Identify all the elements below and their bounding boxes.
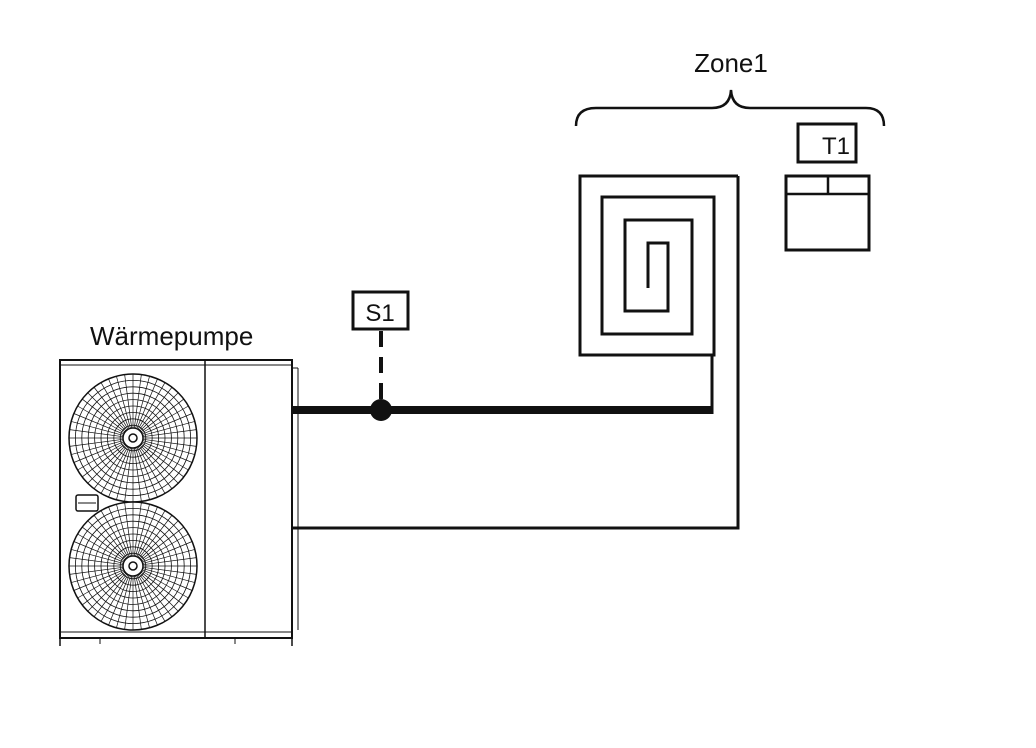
zone-bracket: [574, 89, 886, 127]
return-pipe: [292, 176, 740, 530]
fan-bottom-icon: [68, 501, 198, 631]
fan-top-icon: [68, 373, 198, 503]
sensor-s1: S1: [351, 290, 410, 421]
heat-pump-unit: [59, 359, 299, 646]
thermostat-t1: T1: [784, 122, 871, 252]
heat-pump-label: Wärmepumpe: [90, 321, 253, 351]
pipe-system: [292, 176, 740, 530]
sensor-s1-label: S1: [365, 300, 394, 327]
sensor-point: [370, 399, 392, 421]
zone-label: Zone1: [694, 48, 768, 78]
floor-heating-coil: [578, 174, 738, 414]
thermostat-t1-label: T1: [822, 133, 850, 160]
